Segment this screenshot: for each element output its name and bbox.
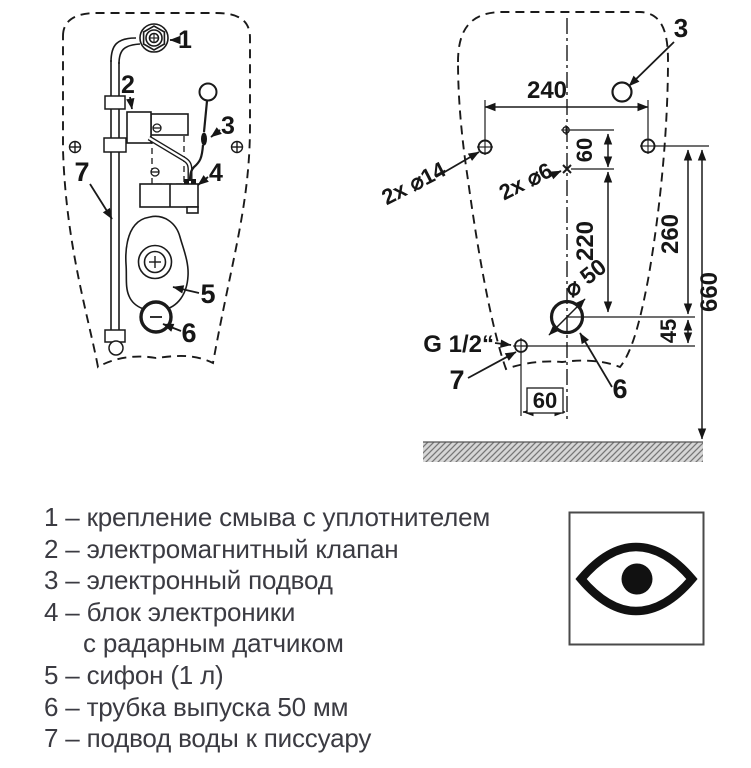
callout-water: 7 bbox=[74, 157, 89, 187]
wall-screws bbox=[68, 140, 244, 154]
mounting-holes bbox=[477, 138, 656, 155]
callout-unit: 4 bbox=[209, 159, 223, 187]
legend-item-6: 6 – трубка выпуска 50 мм bbox=[44, 691, 349, 722]
legend-item-5: 5 – сифон (1 л) bbox=[44, 659, 224, 690]
dim-660: 660 bbox=[696, 272, 723, 312]
callout-valve: 2 bbox=[121, 71, 135, 99]
callout-supply: 3 bbox=[221, 112, 235, 140]
extension-lines bbox=[484, 100, 709, 416]
outlet-pipe-opening bbox=[549, 299, 585, 335]
legend-item-7: 7 – подвод воды к писсуару bbox=[44, 723, 372, 754]
legend: 1 – крепление смыва с уплотнителем 2 – э… bbox=[44, 502, 490, 755]
left-diagram-component-view: 1 2 3 4 5 6 7 bbox=[62, 12, 251, 369]
dim-60-bottom: 60 bbox=[533, 388, 557, 413]
dim-60-box bbox=[526, 387, 564, 414]
pipe-fittings bbox=[103, 95, 127, 356]
right-diagram-dimensions: 240 60 220 260 660 45 60 2x ⌀14 2x ⌀6 ⌀ … bbox=[377, 11, 723, 462]
dim-220: 220 bbox=[572, 221, 599, 261]
right-leaders bbox=[435, 41, 675, 388]
siphon-plus-mark bbox=[137, 244, 173, 280]
legend-item-4-continued: с радарным датчиком bbox=[83, 628, 344, 659]
sensor-opening bbox=[611, 81, 633, 103]
legend-item-4: 4 – блок электроники bbox=[44, 596, 296, 627]
dim-240: 240 bbox=[527, 77, 567, 104]
electronic-supply-wire bbox=[188, 82, 218, 182]
urinal-outline-right bbox=[457, 11, 669, 371]
eye-icon bbox=[568, 511, 705, 646]
floor-hatch bbox=[423, 441, 703, 462]
callout-outlet: 6 bbox=[181, 318, 196, 348]
callout-water-right: 7 bbox=[449, 365, 464, 395]
screw-heads bbox=[150, 123, 162, 177]
legend-item-3: 3 – электронный подвод bbox=[44, 565, 333, 596]
flush-connector bbox=[139, 23, 169, 53]
callout-sensor-right: 3 bbox=[674, 13, 688, 43]
label-mount-holes: 2x ⌀14 bbox=[377, 156, 450, 210]
electronics-box bbox=[139, 179, 199, 214]
legend-item-1: 1 – крепление смыва с уплотнителем bbox=[44, 502, 491, 532]
callout-flush: 1 bbox=[178, 26, 192, 54]
urinal-outline-left bbox=[62, 12, 251, 369]
outlet-tube-mark bbox=[139, 300, 173, 334]
water-inlet-point bbox=[513, 338, 529, 354]
left-leaders bbox=[89, 35, 222, 332]
dim-260: 260 bbox=[657, 214, 684, 254]
dim-60-top: 60 bbox=[572, 138, 597, 162]
sensor-symbol-panel bbox=[568, 511, 705, 646]
fixing-points bbox=[561, 125, 572, 174]
legend-item-2: 2 – электромагнитный клапан bbox=[44, 533, 399, 564]
dim-45: 45 bbox=[656, 319, 681, 343]
callout-siphon: 5 bbox=[200, 279, 215, 309]
label-thread: G 1/2“ bbox=[423, 331, 494, 358]
connection-tube bbox=[147, 135, 193, 184]
callout-outlet-right: 6 bbox=[612, 374, 627, 404]
label-fix-holes: 2x ⌀6 bbox=[495, 157, 556, 205]
technical-drawing: 1 2 3 4 5 6 7 bbox=[62, 11, 723, 462]
